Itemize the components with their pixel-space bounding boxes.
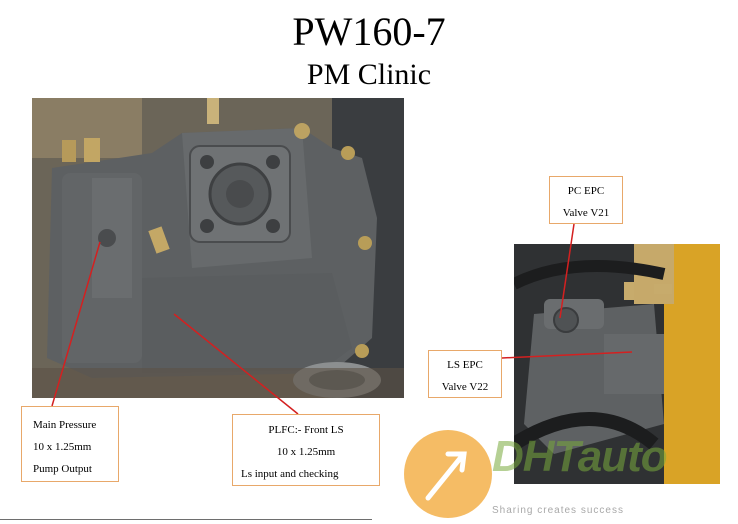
callout-plfc-line2: 10 x 1.25mm	[276, 446, 336, 458]
callout-main-pressure-line1: Main Pressure	[33, 419, 97, 431]
callout-pc-epc: PC EPC Valve V21	[549, 176, 623, 224]
watermark-logo	[404, 430, 492, 518]
callout-plfc-line3: Ls input and checking	[241, 468, 339, 480]
pump-photo-main	[32, 98, 404, 398]
callout-plfc: PLFC:- Front LS 10 x 1.25mm Ls input and…	[232, 414, 380, 486]
page-title: PW160-7	[292, 9, 446, 54]
callout-main-pressure-line3: Pump Output	[33, 463, 92, 475]
callout-plfc-line1: PLFC:- Front LS	[268, 424, 344, 436]
page-subtitle: PM Clinic	[306, 58, 432, 91]
watermark-subtext: Sharing creates success	[492, 505, 624, 516]
callout-main-pressure-line2: 10 x 1.25mm	[33, 441, 92, 453]
callout-pc-epc-line2: Valve V21	[562, 207, 610, 219]
callout-ls-epc-line2: Valve V22	[441, 381, 489, 393]
callout-ls-epc: LS EPC Valve V22	[428, 350, 502, 398]
watermark-brand: DHTauto	[492, 432, 668, 481]
callout-pc-epc-line1: PC EPC	[567, 185, 605, 197]
bottom-divider	[0, 519, 372, 520]
callout-main-pressure: Main Pressure 10 x 1.25mm Pump Output	[21, 406, 119, 482]
callout-ls-epc-line1: LS EPC	[447, 359, 483, 371]
